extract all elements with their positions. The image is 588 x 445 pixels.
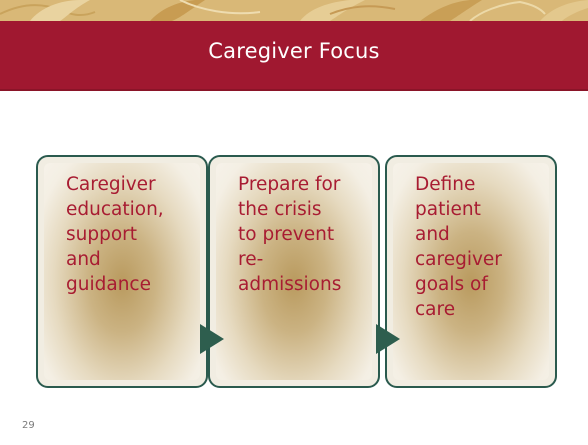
decorative-leaf-strip: [0, 0, 588, 21]
process-step-1-label: Caregiver education, support and guidanc…: [66, 174, 164, 295]
process-step-1-fill: [44, 163, 200, 380]
process-step-3: Define patient and caregiver goals of ca…: [385, 155, 557, 388]
process-step-3-fill: [393, 163, 549, 380]
slide-title: Caregiver Focus: [208, 39, 380, 63]
process-step-2-label: Prepare for the crisis to prevent re- ad…: [238, 174, 342, 295]
process-step-2: Prepare for the crisis to prevent re- ad…: [208, 155, 380, 388]
leaf-pattern-icon: [0, 0, 588, 21]
title-underline: [0, 89, 588, 91]
arrow-right-icon: [376, 324, 400, 354]
arrow-right-icon: [200, 324, 224, 354]
title-banner: Caregiver Focus: [0, 21, 588, 89]
process-step-2-fill: [216, 163, 372, 380]
process-step-3-label: Define patient and caregiver goals of ca…: [415, 174, 502, 320]
process-step-1: Caregiver education, support and guidanc…: [36, 155, 208, 388]
slide-number: 29: [22, 420, 35, 431]
